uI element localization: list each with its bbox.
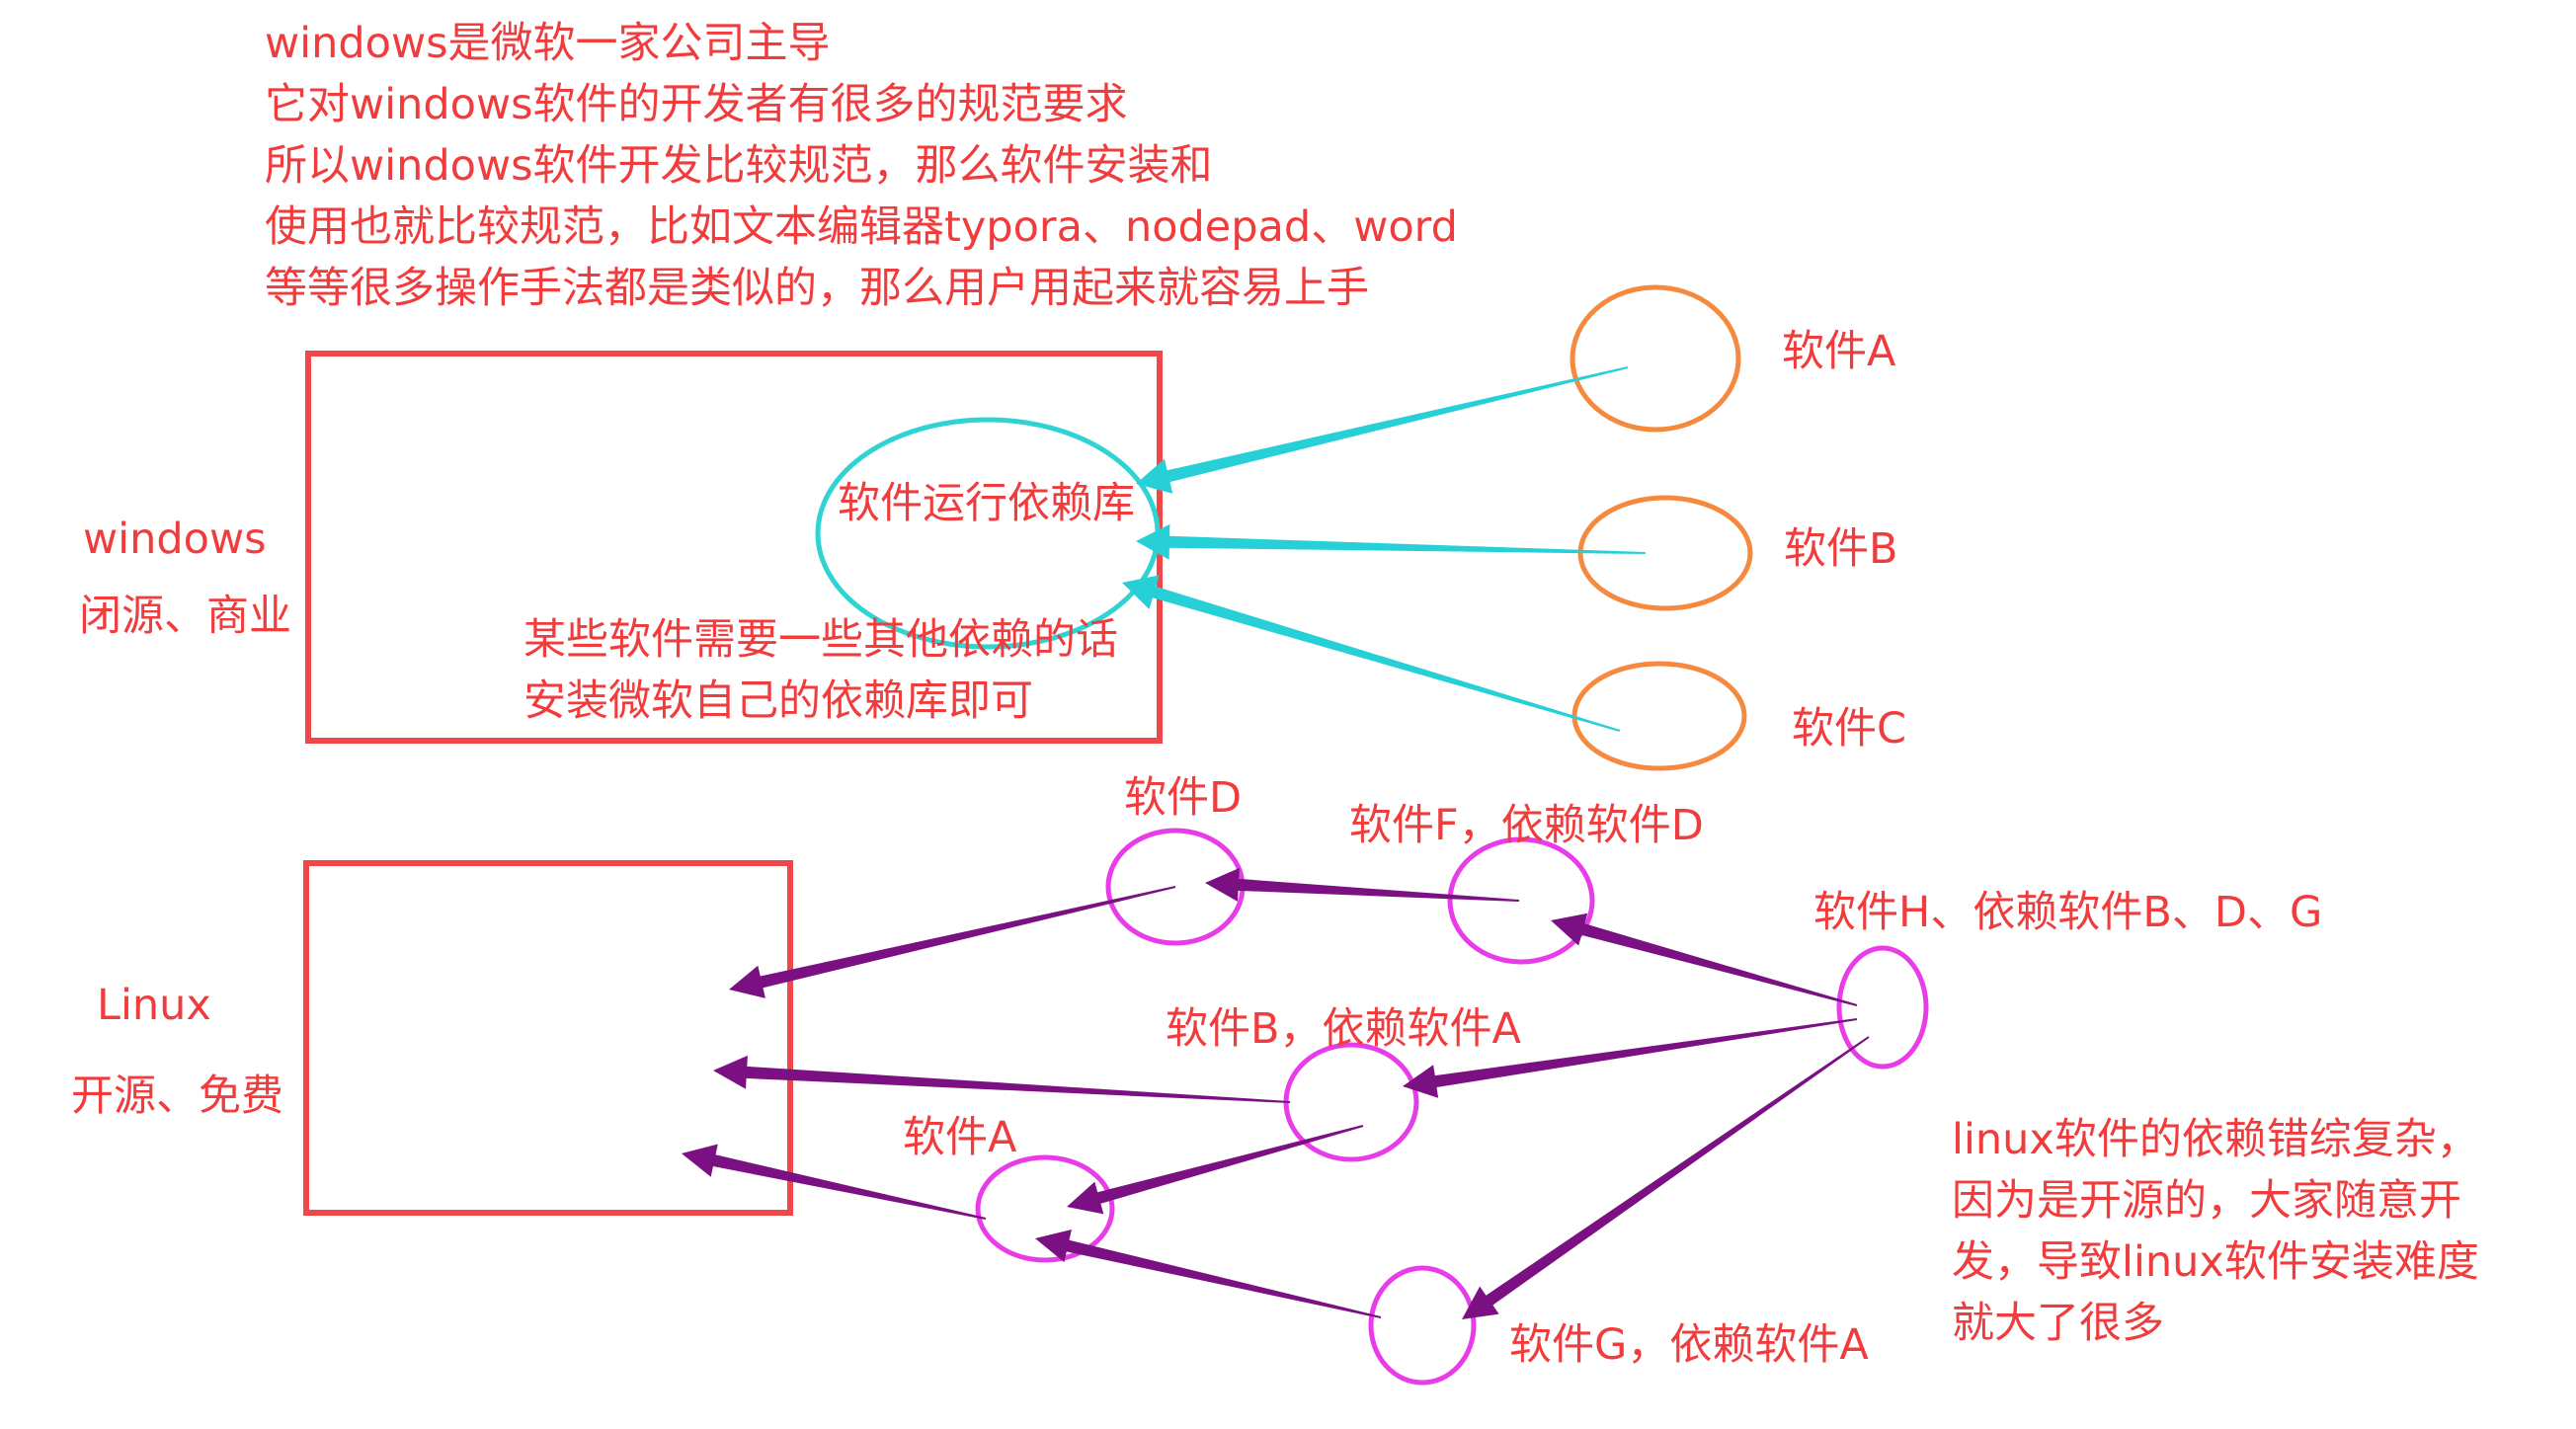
windows-section: windows是微软一家公司主导 它对windows软件的开发者有很多的规范要求… xyxy=(79,19,1906,771)
arrow-h-to-g xyxy=(1462,1036,1870,1319)
windows-box-note-line-1: 某些软件需要一些其他依赖的话 xyxy=(523,615,1118,665)
windows-box-note-line-2: 安装微软自己的依赖库即可 xyxy=(523,676,1033,726)
linux-note-line-1: linux软件的依赖错综复杂， xyxy=(1952,1115,2479,1164)
arrow-app-c-to-library xyxy=(1122,575,1621,732)
linux-note-line-3: 发，导致linux软件安装难度 xyxy=(1952,1237,2479,1287)
top-note-line-2: 它对windows软件的开发者有很多的规范要求 xyxy=(265,80,1128,129)
windows-app-c-label: 软件C xyxy=(1792,704,1906,754)
dependency-library-circle xyxy=(815,417,1161,650)
arrow-f-to-d xyxy=(1205,867,1520,902)
linux-os-box xyxy=(303,860,793,1216)
arrow-b-to-linux xyxy=(713,1055,1291,1103)
linux-software-f-circle xyxy=(1447,836,1595,965)
top-note-line-1: windows是微软一家公司主导 xyxy=(265,19,831,68)
linux-software-g-label: 软件G，依赖软件A xyxy=(1509,1320,1869,1370)
arrow-h-to-f xyxy=(1551,913,1858,1006)
windows-dependency-arrows xyxy=(1122,366,1646,732)
linux-section: Linux 开源、免费 软件D 软件F，依赖软件D 软件H、依赖软件B、D、G … xyxy=(71,773,2479,1386)
windows-app-c-circle xyxy=(1571,661,1747,771)
linux-note-line-2: 因为是开源的，大家随意开 xyxy=(1952,1176,2461,1226)
arrow-b-to-a xyxy=(1067,1125,1364,1215)
windows-title: windows xyxy=(83,515,267,564)
linux-software-h-circle xyxy=(1836,945,1929,1070)
windows-app-a-label: 软件A xyxy=(1782,327,1896,376)
linux-software-b-label: 软件B，依赖软件A xyxy=(1166,1004,1521,1054)
windows-subtitle: 闭源、商业 xyxy=(79,592,291,641)
arrow-h-to-b xyxy=(1403,1018,1858,1098)
linux-software-d-label: 软件D xyxy=(1124,773,1242,823)
windows-app-b-label: 软件B xyxy=(1784,524,1898,574)
linux-subtitle: 开源、免费 xyxy=(71,1072,283,1121)
arrow-g-to-a xyxy=(1035,1230,1382,1318)
arrow-app-a-to-library xyxy=(1136,366,1629,494)
dependency-library-label: 软件运行依赖库 xyxy=(838,479,1135,528)
linux-title: Linux xyxy=(97,981,211,1030)
arrow-a-to-linux xyxy=(682,1144,987,1220)
linux-software-f-label: 软件F，依赖软件D xyxy=(1349,801,1704,850)
linux-software-a-label: 软件A xyxy=(903,1113,1017,1162)
linux-software-h-label: 软件H、依赖软件B、D、G xyxy=(1813,888,2322,937)
arrow-d-to-linux xyxy=(729,886,1176,998)
top-note-line-3: 所以windows软件开发比较规范，那么软件安装和 xyxy=(265,141,1213,191)
top-note-line-4: 使用也就比较规范，比如文本编辑器typora、nodepad、word xyxy=(265,202,1458,252)
top-note-line-5: 等等很多操作手法都是类似的，那么用户用起来就容易上手 xyxy=(265,264,1369,313)
linux-software-a-circle xyxy=(975,1154,1115,1263)
arrow-app-b-to-library xyxy=(1136,523,1646,560)
windows-app-a-circle xyxy=(1570,284,1741,433)
linux-note-line-4: 就大了很多 xyxy=(1952,1299,2164,1348)
linux-dependency-arrows xyxy=(682,867,1870,1319)
linux-software-g-circle xyxy=(1368,1265,1477,1386)
top-notes: windows是微软一家公司主导 它对windows软件的开发者有很多的规范要求… xyxy=(265,19,1458,313)
